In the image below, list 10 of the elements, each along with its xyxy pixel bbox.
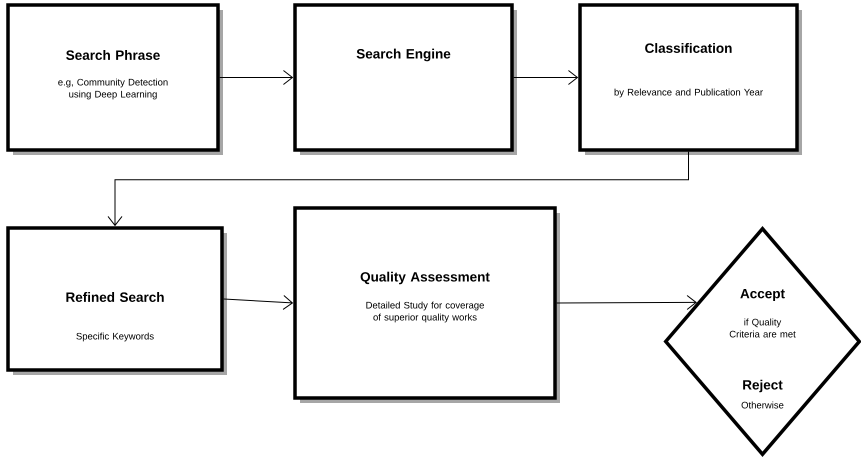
arrow — [219, 70, 294, 85]
process-box: Search Engine — [293, 3, 517, 155]
arrow — [513, 70, 578, 85]
arrow — [223, 294, 294, 310]
process-box: Refined Search Specific Keywords — [6, 226, 227, 375]
process-box: Classification by Relevance and Publication Year — [578, 3, 802, 155]
process-box: Search Phrase e.g, Community Detection using Deep Learning — [6, 3, 223, 155]
arrow — [556, 294, 697, 310]
arrow — [108, 151, 689, 226]
process-box: Quality Assessment Detailed Study for coverage of superior quality works — [293, 206, 560, 403]
